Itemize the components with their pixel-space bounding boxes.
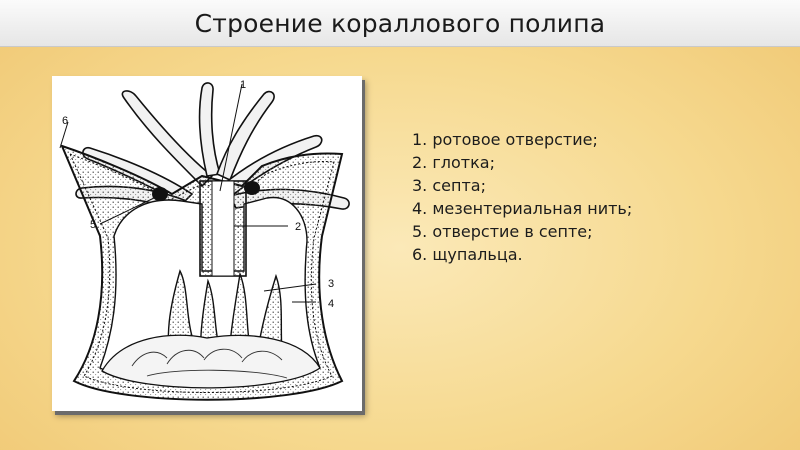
septum-opening-right xyxy=(244,181,260,195)
polyp-figure: 1 2 3 4 5 6 xyxy=(52,76,362,411)
legend-item: 1. ротовое отверстие; xyxy=(412,130,598,149)
legend-item: 4. мезентериальная нить; xyxy=(412,199,633,218)
legend-item: 5. отверстие в септе; xyxy=(412,222,593,241)
callout-1: 1 xyxy=(240,79,246,91)
legend-item: 2. глотка; xyxy=(412,153,495,172)
callout-4: 4 xyxy=(328,298,334,310)
septum-opening-left xyxy=(152,187,168,201)
legend-item: 6. щупальца. xyxy=(412,245,523,264)
skeletal-cup xyxy=(101,334,321,389)
callout-labels: 1 2 3 4 5 6 xyxy=(62,79,334,310)
slide-title: Строение кораллового полипа xyxy=(194,8,606,38)
callout-2: 2 xyxy=(295,221,301,233)
title-bar: Строение кораллового полипа xyxy=(0,0,800,47)
pharynx xyxy=(199,180,247,277)
legend-item: 3. септа; xyxy=(412,176,486,195)
callout-lines xyxy=(59,83,317,303)
polyp-diagram: 1 2 3 4 5 6 xyxy=(59,79,350,401)
callout-3: 3 xyxy=(328,278,334,290)
legend-list: 1. ротовое отверстие; 2. глотка; 3. септ… xyxy=(412,128,632,266)
callout-5: 5 xyxy=(90,219,96,231)
callout-6: 6 xyxy=(62,115,68,127)
